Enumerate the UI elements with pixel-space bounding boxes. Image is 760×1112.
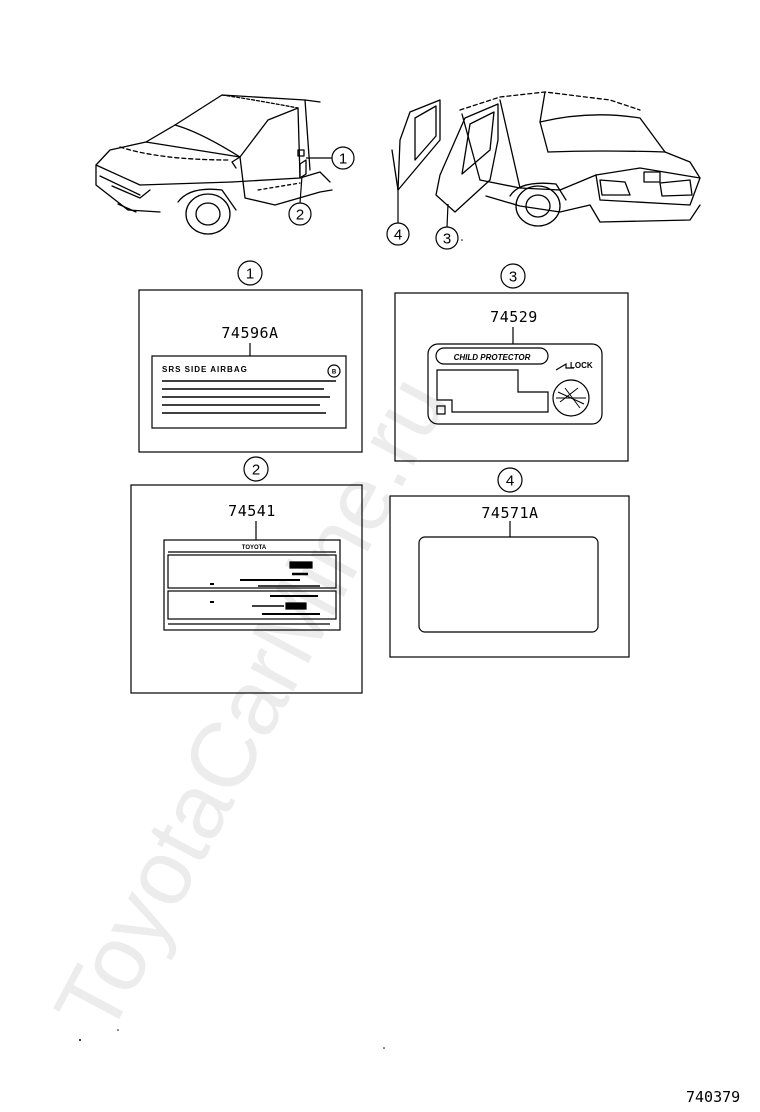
part-number-74571a[interactable]: 74571A (481, 504, 538, 522)
label-box-1 (138, 260, 363, 453)
box-1-callout: 1 (246, 266, 254, 283)
callout-2-number: 2 (296, 207, 304, 224)
car-rear-illustration (391, 91, 701, 227)
airbag-badge: B (332, 370, 337, 376)
label-box-2 (130, 456, 363, 694)
box-2-callout: 2 (252, 462, 260, 479)
callout-3-number: 3 (443, 231, 451, 248)
toyota-brand-text: TOYOTA (242, 545, 267, 551)
label-box-4 (389, 467, 630, 658)
srs-side-airbag-text: SRS SIDE AIRBAG (162, 365, 248, 374)
lock-text: LOCK (570, 361, 593, 370)
part-number-74541[interactable]: 74541 (228, 502, 276, 520)
car-rear-callouts (386, 188, 459, 250)
label-box-3 (394, 263, 629, 462)
diagram-id: 740379 (686, 1088, 740, 1106)
part-number-74596a[interactable]: 74596A (221, 324, 278, 342)
car-front-callouts (288, 146, 355, 226)
box-4-callout: 4 (506, 473, 514, 490)
callout-1-number: 1 (339, 151, 347, 168)
part-number-74529[interactable]: 74529 (490, 308, 538, 326)
scan-specks (79, 239, 463, 1049)
box-3-callout: 3 (509, 269, 517, 286)
child-protector-text: CHILD PROTECTOR (454, 353, 531, 362)
callout-4-number: 4 (394, 227, 402, 244)
